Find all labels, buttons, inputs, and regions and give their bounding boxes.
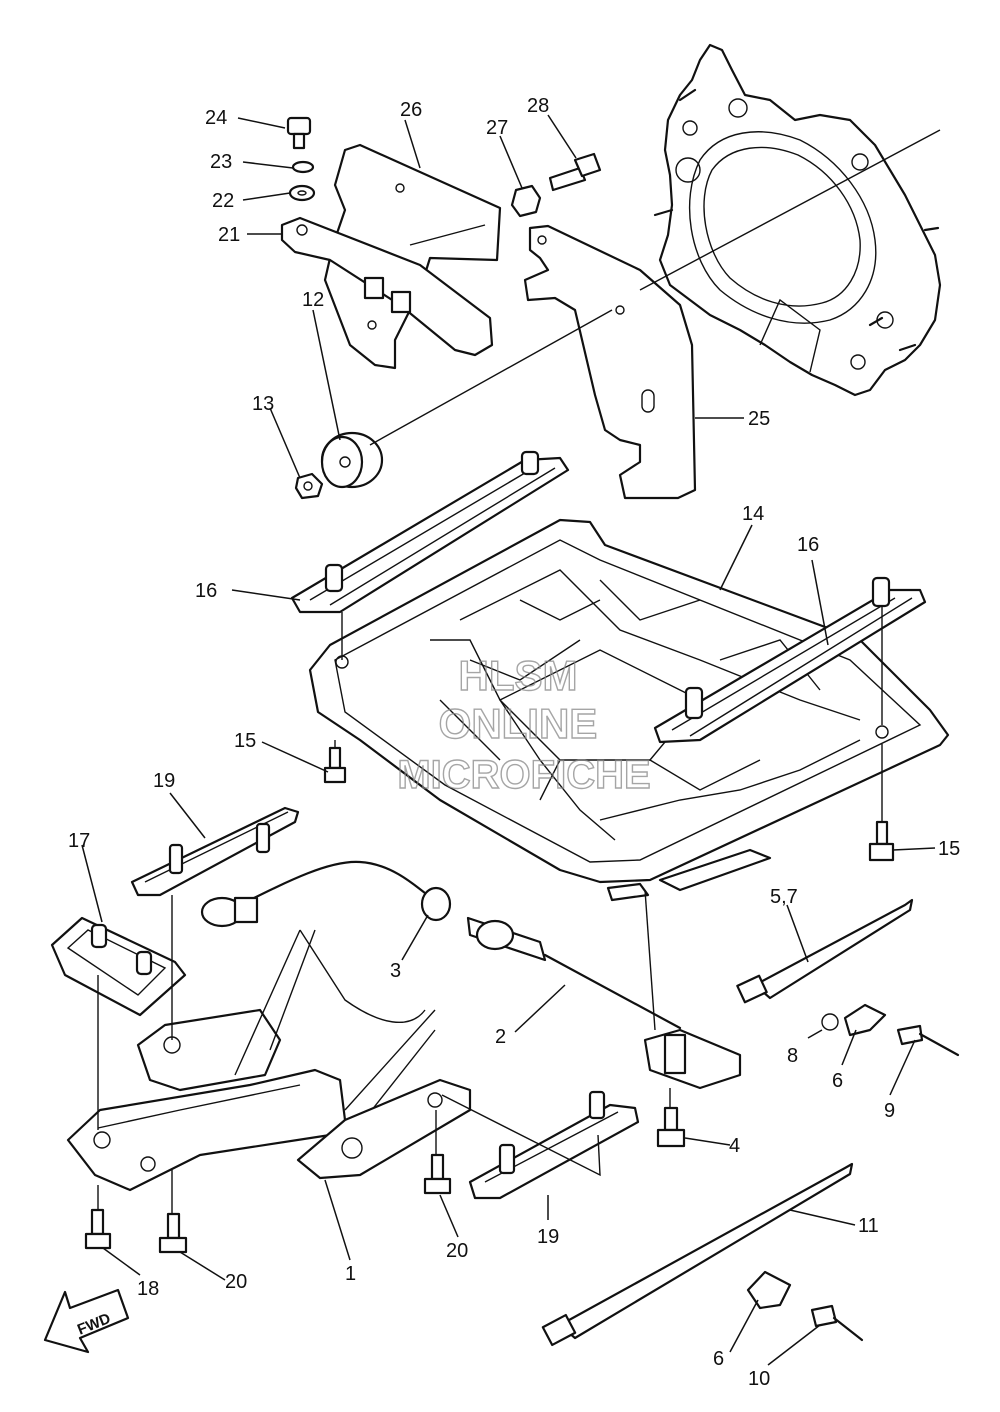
callout: 19	[153, 770, 175, 792]
callout: 9	[884, 1100, 895, 1122]
cable-tie-lower	[541, 1162, 854, 1347]
fwd-arrow: FWD	[43, 1288, 130, 1354]
callout: 20	[225, 1271, 247, 1293]
callout: 21	[218, 224, 240, 246]
callout: 23	[210, 151, 232, 173]
watermark-line-3: MICROFICHE	[397, 753, 650, 797]
callout: 15	[234, 730, 256, 752]
engine-mount-housing	[653, 43, 942, 397]
callout: 27	[486, 117, 508, 139]
callout: 20	[446, 1240, 468, 1262]
callout: 26	[400, 99, 422, 121]
callout: 22	[212, 190, 234, 212]
engine-bed-frame	[308, 518, 950, 902]
callout: 1	[345, 1263, 356, 1285]
mount-pad	[50, 916, 187, 1017]
clamp-lower	[746, 1270, 864, 1342]
watermark-line-2: ONLINE	[439, 700, 598, 747]
lower-bed	[66, 929, 472, 1192]
callout: 25	[748, 408, 770, 430]
callout: 10	[748, 1368, 770, 1390]
callout: 19	[537, 1226, 559, 1248]
callout: 4	[729, 1135, 740, 1157]
fasteners-upper	[286, 116, 602, 218]
rail-upper-right	[653, 576, 927, 744]
callout: 6	[713, 1348, 724, 1370]
callout: 14	[742, 503, 764, 525]
mounting-bracket	[280, 216, 494, 357]
rail-upper-left	[290, 450, 570, 614]
clamp-upper	[821, 1003, 960, 1057]
cable-tie-upper	[736, 898, 914, 1004]
bracket-plate	[323, 143, 502, 370]
leader-lines	[81, 114, 941, 1366]
callout: 2	[495, 1026, 506, 1048]
callout: 11	[858, 1215, 879, 1237]
watermark: HLSM ONLINE MICROFICHE	[397, 651, 652, 797]
watermark-line-1: HLSM	[459, 652, 578, 699]
callout: 17	[68, 830, 90, 852]
callouts: 24 23 22 21 26 27 28 12 13 25 14 16 16 1…	[68, 95, 960, 1390]
side-plate	[523, 224, 697, 500]
rail-lower-upper	[130, 806, 300, 897]
callout: 8	[787, 1045, 798, 1067]
callout: 24	[205, 107, 227, 129]
callout: 5,7	[770, 886, 798, 908]
callout: 18	[137, 1278, 159, 1300]
rail-lower-right	[441, 1090, 640, 1200]
callout: 16	[797, 534, 819, 556]
cable-assembly	[200, 860, 742, 1090]
callout: 28	[527, 95, 549, 117]
rubber-damper	[294, 431, 384, 500]
callout: 13	[252, 393, 274, 415]
callout: 16	[195, 580, 217, 602]
bolts-15	[323, 746, 895, 862]
callout: 6	[832, 1070, 843, 1092]
bolts-lower	[84, 1106, 686, 1254]
callout: 15	[938, 838, 960, 860]
callout: 3	[390, 960, 401, 982]
callout: 12	[302, 289, 324, 311]
